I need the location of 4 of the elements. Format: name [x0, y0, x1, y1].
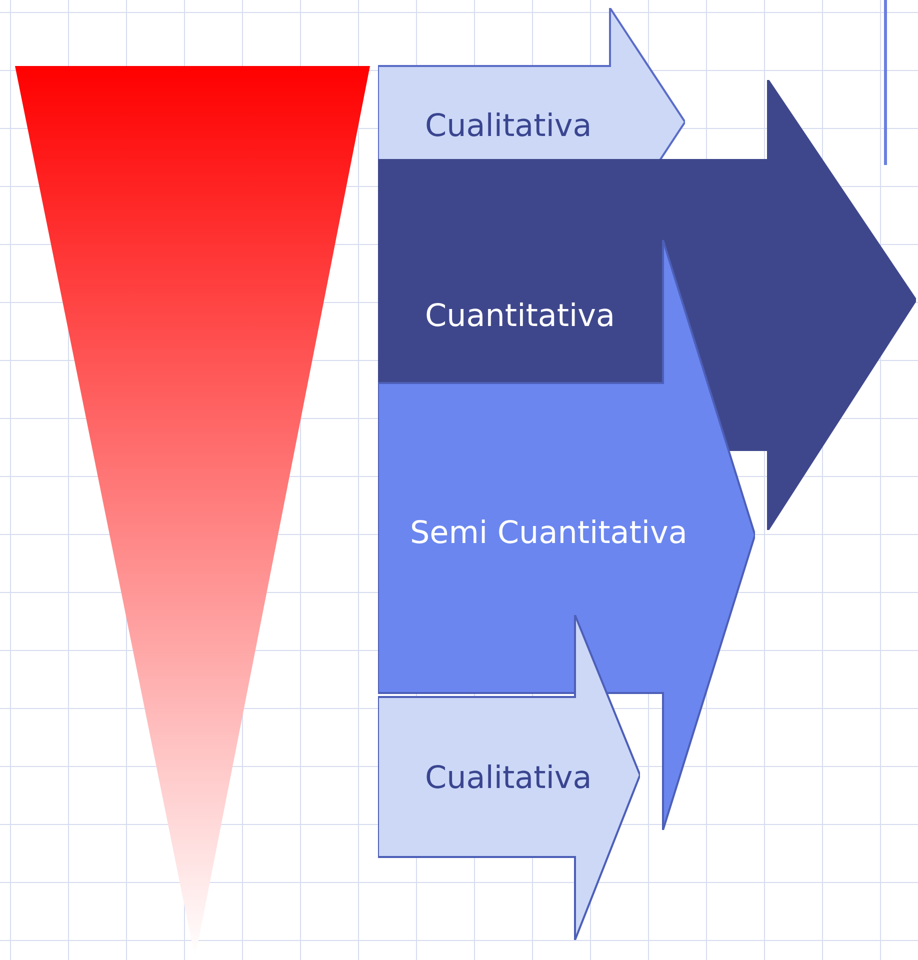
banner-label: Semi Cuantitativa	[410, 515, 688, 551]
banner-label: Cuantitativa	[425, 298, 615, 334]
banner-label: Cualitativa	[425, 760, 592, 796]
banner-label: Cualitativa	[425, 108, 592, 144]
